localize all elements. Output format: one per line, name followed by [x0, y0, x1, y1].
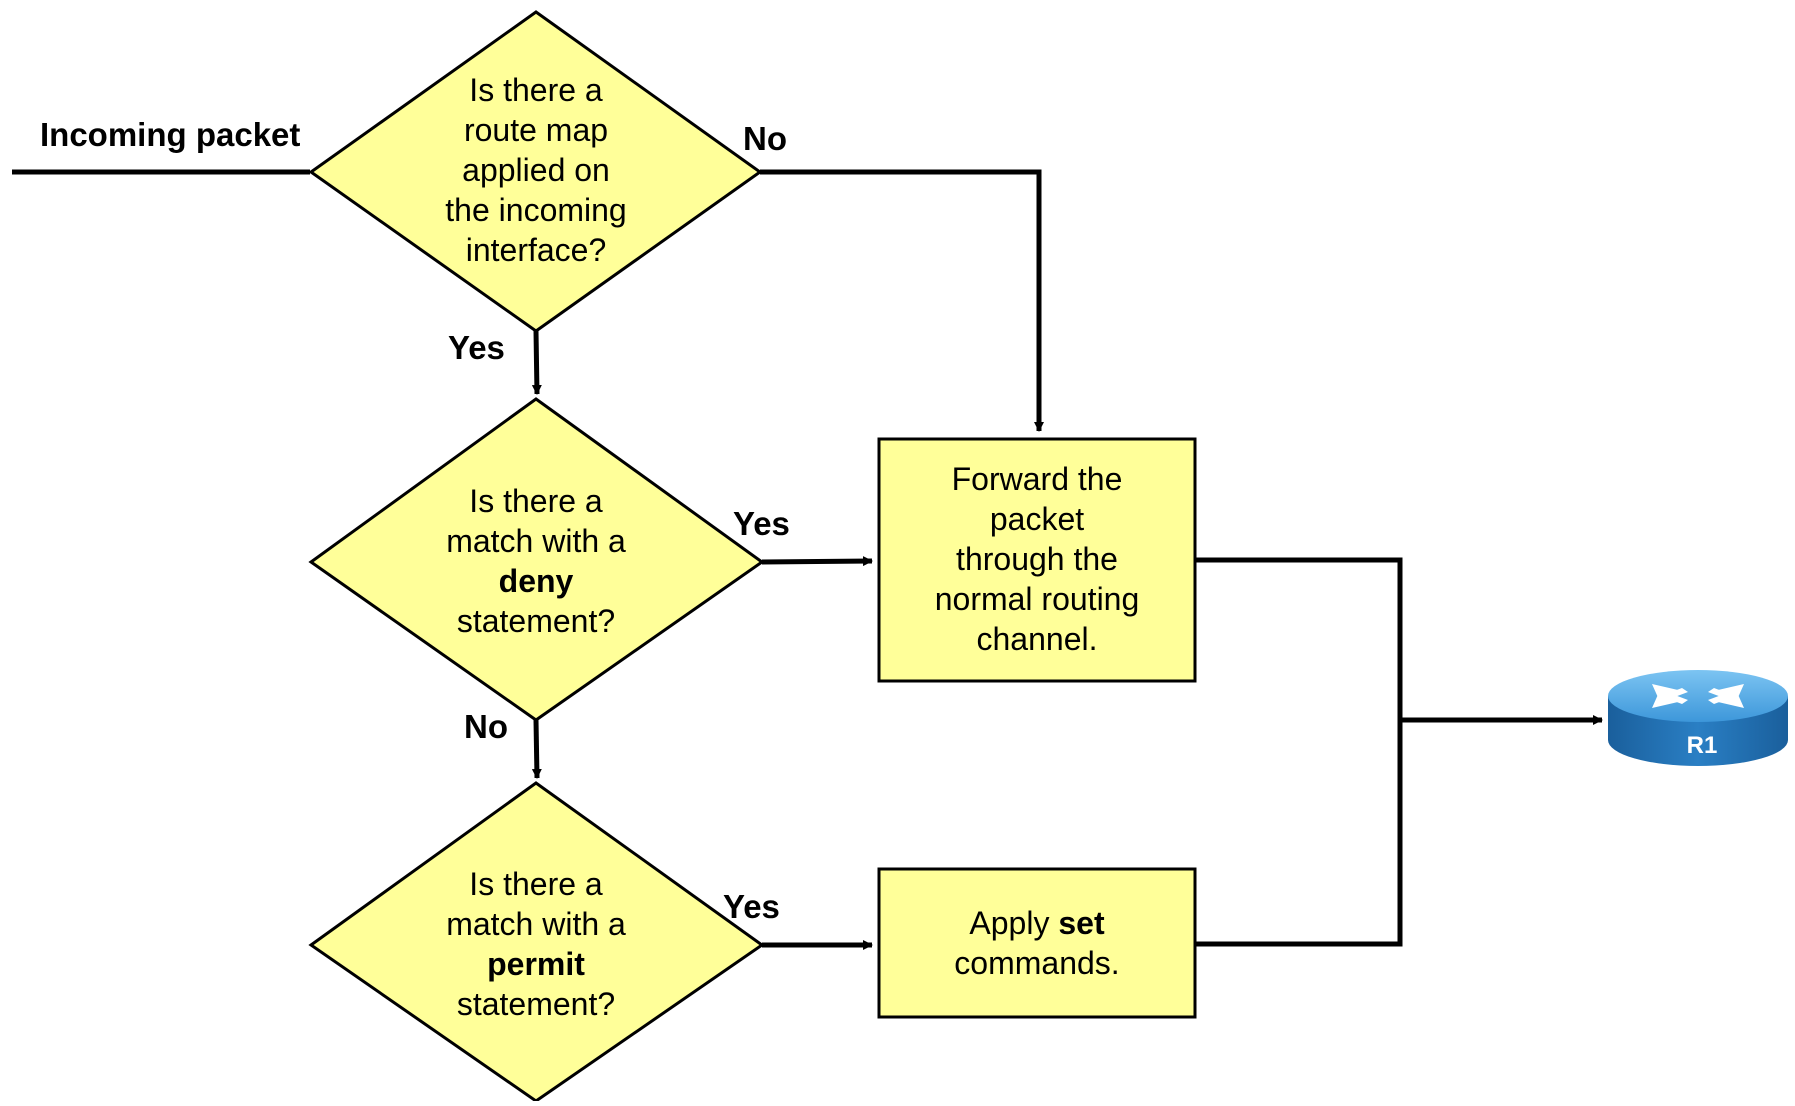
connector-forward-merge: [1195, 557, 1403, 947]
process-apply-set: Apply set commands.: [877, 867, 1197, 1019]
route-map-no-label: No: [743, 120, 787, 157]
decision-permit-text: Is there a match with a permit statement?: [446, 866, 626, 1022]
decision-route-map-line-1: Is there a: [469, 72, 603, 108]
decision-deny-line-4: statement?: [457, 603, 615, 639]
process-set-line-1-part-1: Apply: [969, 905, 1058, 941]
process-apply-set-text: Apply set commands.: [954, 905, 1119, 981]
decision-deny-line-3: deny: [499, 563, 574, 599]
process-forward-line-1: Forward the: [952, 461, 1123, 497]
permit-yes-label: Yes: [723, 888, 780, 925]
process-forward-line-5: channel.: [977, 621, 1098, 657]
connector-deny-yes: [761, 556, 873, 567]
route-map-yes-label: Yes: [448, 329, 505, 366]
incoming-packet-label: Incoming packet: [40, 116, 300, 153]
process-forward-line-2: packet: [990, 501, 1084, 537]
decision-permit-line-4: statement?: [457, 986, 615, 1022]
decision-permit-line-1: Is there a: [469, 866, 603, 902]
decision-route-map-line-2: route map: [464, 112, 608, 148]
decision-route-map-text: Is there a route map applied on the incomin…: [445, 72, 626, 268]
process-set-line-1-part-2: set: [1058, 905, 1105, 941]
router-arrows-icon: [1652, 684, 1744, 708]
process-forward: Forward the packet through the normal routi…: [877, 437, 1197, 683]
decision-deny-line-1: Is there a: [469, 483, 603, 519]
decision-deny: Is there a match with a deny statement?: [308, 397, 765, 722]
process-forward-line-3: through the: [956, 541, 1118, 577]
decision-route-map-line-4: the incoming: [445, 192, 626, 228]
router-label: R1: [1687, 732, 1718, 759]
decision-permit: Is there a match with a permit statement?: [308, 781, 765, 1103]
decision-deny-text: Is there a match with a deny statement?: [446, 483, 626, 639]
process-forward-line-4: normal routing: [935, 581, 1140, 617]
connector-deny-no: [531, 719, 542, 779]
decision-route-map: Is there a route map applied on the incomin…: [308, 10, 763, 333]
deny-no-label: No: [464, 708, 508, 745]
process-forward-text: Forward the packet through the normal routi…: [935, 461, 1140, 657]
router-icon: R1: [1608, 670, 1788, 766]
decision-route-map-line-3: applied on: [462, 152, 610, 188]
process-set-line-2: commands.: [954, 945, 1119, 981]
decision-permit-line-3: permit: [487, 946, 585, 982]
decision-deny-line-2: match with a: [446, 523, 626, 559]
deny-yes-label: Yes: [733, 505, 790, 542]
decision-permit-line-2: match with a: [446, 906, 626, 942]
connector-route-map-yes: [531, 330, 542, 395]
connector-route-map-no: [760, 169, 1044, 432]
decision-route-map-line-5: interface?: [466, 232, 607, 268]
